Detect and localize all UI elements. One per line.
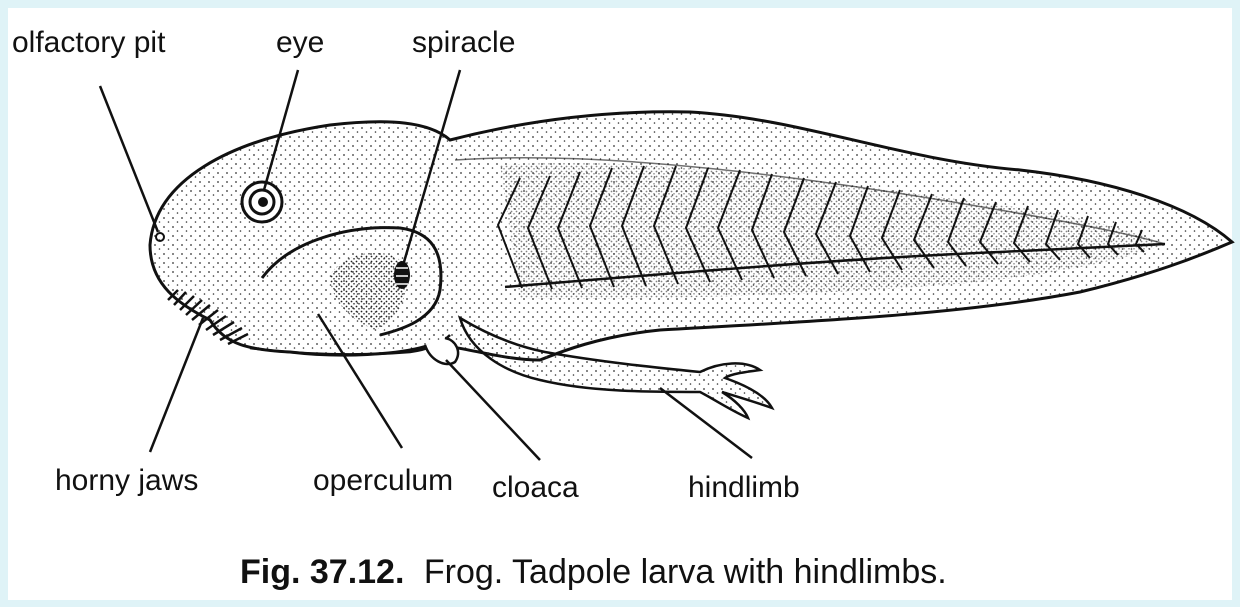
eye-shape [242, 182, 282, 222]
caption-number: Fig. 37.12. [240, 553, 404, 591]
label-operculum: operculum [313, 464, 453, 497]
figure-caption: Fig. 37.12. Frog. Tadpole larva with hin… [240, 553, 947, 591]
label-olfactory-pit: olfactory pit [12, 26, 166, 59]
caption-text: Frog. Tadpole larva with hindlimbs. [424, 553, 947, 591]
leader-hindlimb [660, 388, 752, 458]
label-cloaca: cloaca [492, 471, 579, 504]
spiracle-shape [394, 261, 410, 289]
label-horny-jaws: horny jaws [55, 464, 198, 497]
label-spiracle: spiracle [412, 26, 515, 59]
leader-horny-jaws [150, 318, 203, 452]
label-hindlimb: hindlimb [688, 471, 800, 504]
leader-olfactory-pit [100, 86, 158, 232]
label-eye: eye [276, 26, 324, 59]
